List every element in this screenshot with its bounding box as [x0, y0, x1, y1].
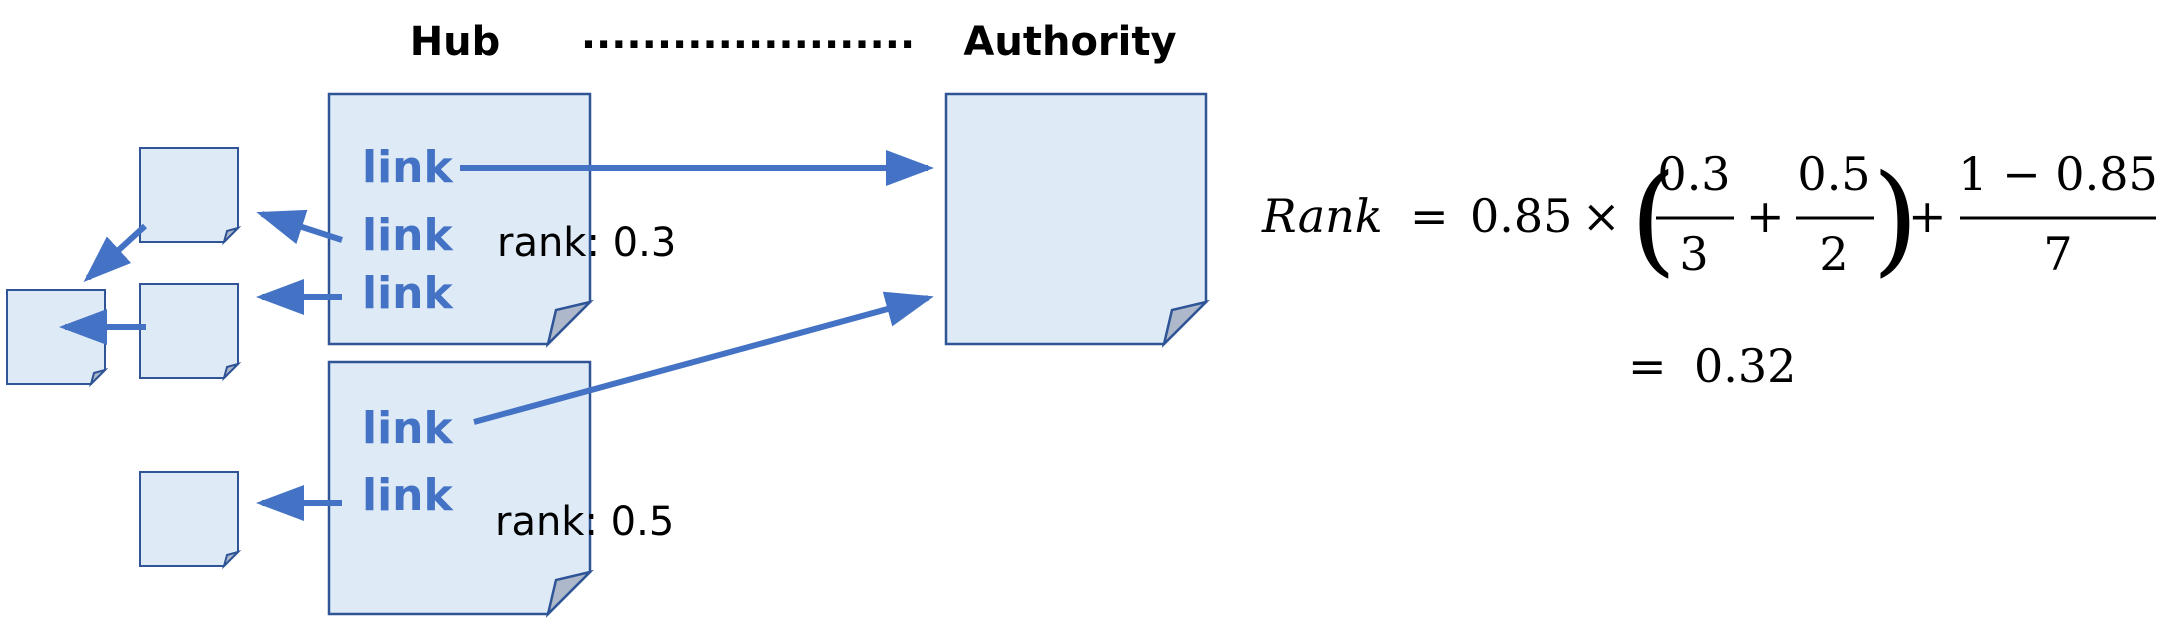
arrow-hub2-to-authority [473, 291, 934, 425]
hub-label: Hub [410, 19, 501, 65]
frac1-numerator: 0.3 [1657, 147, 1730, 201]
formula-result: 0.32 [1694, 339, 1796, 393]
small-page-2 [139, 283, 242, 382]
authority-label: Authority [963, 19, 1176, 65]
authority-page [944, 92, 1210, 348]
rank-formula: Rank = 0.85 × ( 0.3 3 + 0.5 2 ) + 1 − 0.… [1261, 147, 2158, 393]
hub1-link-2: link [362, 210, 454, 261]
small-page-3 [6, 289, 109, 388]
frac2-denominator: 2 [1819, 227, 1848, 281]
hub-page-2 [327, 360, 594, 618]
hub1-rank: rank: 0.3 [497, 220, 676, 266]
formula-equals: = [1410, 189, 1449, 243]
hub2-rank: rank: 0.5 [495, 499, 674, 545]
hub-page-1 [327, 92, 594, 348]
dotted-connector: ...................... [581, 12, 915, 58]
formula-plus-2: + [1908, 189, 1947, 243]
formula-lhs: Rank [1261, 189, 1383, 243]
small-page-4 [139, 471, 242, 570]
formula-right-paren: ) [1872, 150, 1919, 289]
hub2-link-1: link [362, 403, 454, 454]
frac3-numerator: 1 − 0.85 [1958, 147, 2157, 201]
arrow-small-page-1-to-small-page-3 [83, 223, 148, 283]
frac1-denominator: 3 [1679, 227, 1708, 281]
arrow-hub1-link2-to-small-page-1 [256, 209, 343, 245]
formula-times: × [1582, 189, 1621, 243]
frac3-denominator: 7 [2043, 227, 2072, 281]
formula-coefficient: 0.85 [1470, 189, 1572, 243]
formula-plus-1: + [1746, 189, 1785, 243]
hub2-link-2: link [362, 470, 454, 521]
frac2-numerator: 0.5 [1797, 147, 1870, 201]
hub1-link-3: link [362, 268, 454, 319]
small-page-1 [139, 147, 242, 246]
result-equals: = [1628, 339, 1667, 393]
hub1-link-1: link [362, 142, 454, 193]
